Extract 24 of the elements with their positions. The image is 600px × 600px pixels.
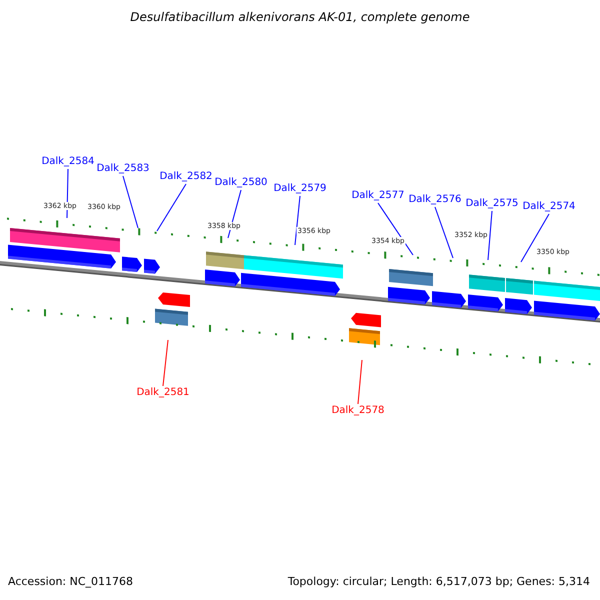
gene-label: Dalk_2584 — [42, 156, 94, 167]
gene-label: Dalk_2582 — [160, 171, 212, 182]
gene-label: Dalk_2581 — [136, 387, 190, 398]
leader-line — [122, 176, 138, 228]
gene-label: Dalk_2583 — [96, 163, 150, 174]
leader-line — [488, 210, 492, 260]
title: Desulfatibacillum alkenivorans AK-01, complete genome — [130, 10, 470, 24]
genome-info-note: Topology: circular; Length: 6,517,073 bp; Genes: 5,314 — [288, 575, 590, 588]
leader-line — [434, 206, 454, 258]
leader-line — [358, 360, 362, 404]
leader-line — [66, 168, 68, 218]
gene-label: Dalk_2575 — [466, 198, 518, 209]
leader-line — [294, 196, 300, 246]
leader-line — [156, 184, 186, 232]
leader-line — [378, 202, 414, 256]
gene-label: Dalk_2577 — [352, 190, 404, 201]
leader-line — [520, 214, 550, 262]
gene-label: Dalk_2579 — [274, 183, 326, 194]
accession-note: Accession: NC_011768 — [8, 575, 134, 588]
gene-label: Dalk_2580 — [214, 177, 268, 188]
leader-line — [162, 340, 168, 386]
gene-label: Dalk_2578 — [332, 405, 384, 416]
gene-label: Dalk_2576 — [408, 194, 462, 205]
gene-label: Dalk_2574 — [522, 201, 576, 212]
